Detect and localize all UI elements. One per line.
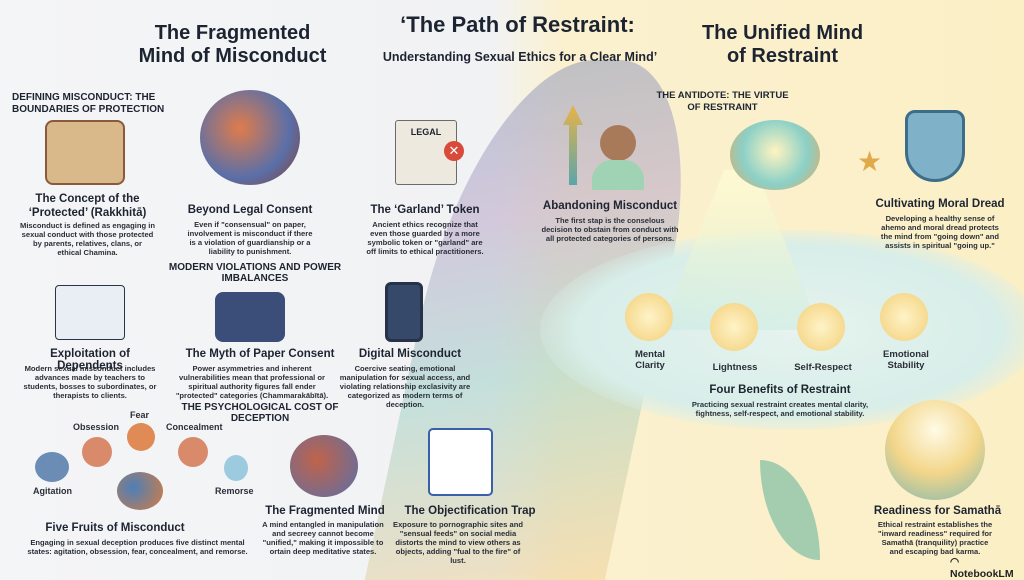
concealment-icon	[178, 437, 208, 467]
digital-body: Coercive seating, emotional manipulation…	[339, 364, 471, 409]
teardrop-icon	[224, 455, 248, 481]
five-fruits-title: Five Fruits of Misconduct	[45, 522, 185, 534]
samatha-body: Ethical restraint establishes the "inwar…	[877, 520, 993, 556]
benefit-mental-clarity: Mental Clarity	[634, 349, 666, 371]
legal-document-icon: LEGAL ✕	[395, 120, 464, 185]
person-suit-icon	[797, 303, 845, 351]
leaf-icon	[760, 460, 820, 560]
paper-consent-body: Power asymmetries and inherent vulnerabi…	[175, 364, 329, 400]
samatha-title: Readiness for Samathā	[873, 505, 1002, 517]
benefit-emotional-stability: Emotional Stability	[883, 349, 929, 371]
person-body-icon	[592, 160, 644, 190]
person-icon	[600, 125, 636, 161]
garland-body: Ancient ethics recognize that even those…	[366, 220, 484, 256]
modern-heading: MODERN VIOLATIONS AND POWER IMBALANCES	[168, 262, 342, 284]
moral-dread-body: Developing a healthy sense of ahemo and …	[880, 214, 1000, 250]
meditating-monk-icon	[885, 400, 985, 500]
left-title: The Fragmented Mind of Misconduct	[138, 22, 327, 67]
defining-heading: DEFINING MISCONDUCT: THE BOUNDARIES OF P…	[12, 92, 165, 115]
phone-lock-icon	[385, 282, 423, 342]
main-title: ‘The Path of Restraint:	[400, 12, 635, 37]
digital-title: Digital Misconduct	[358, 348, 462, 360]
notebooklm-label: NotebookLM	[950, 568, 1014, 580]
scales-icon	[880, 293, 928, 341]
objectification-body: Exposure to pornographic sites and "sens…	[393, 520, 523, 565]
benefit-lightness: Lightness	[712, 362, 758, 373]
consent-title: Beyond Legal Consent	[187, 204, 313, 216]
label-remorse: Remorse	[215, 486, 254, 496]
legal-label: LEGAL	[410, 127, 442, 137]
five-fruits-body: Engaging in sexual deception produces fi…	[27, 538, 248, 556]
split-brain-icon	[290, 435, 358, 497]
social-feed-icon	[428, 428, 493, 496]
abandoning-body: The first stap is the conselous decision…	[541, 216, 679, 243]
notebooklm-icon: ◠	[950, 556, 960, 568]
obsession-icon	[82, 437, 112, 467]
label-agitation: Agitation	[33, 486, 72, 496]
right-title: The Unified Mind of Restraint	[701, 22, 864, 67]
benefit-self-respect: Self-Respect	[794, 362, 852, 373]
fragmented-mind-title: The Fragmented Mind	[265, 505, 385, 517]
label-obsession: Obsession	[73, 422, 120, 432]
objectification-title: The Objectification Trap	[404, 505, 536, 517]
notebooklm-logo: ◠ NotebookLM	[950, 556, 1024, 580]
brain-icon	[117, 472, 163, 510]
protected-body: Misconduct is defined as engaging in sex…	[20, 221, 156, 257]
four-benefits-title: Four Benefits of Restraint	[709, 384, 851, 396]
main-subtitle: Understanding Sexual Ethics for a Clear …	[382, 50, 658, 64]
antidote-heading: THE ANTIDOTE: THE VIRTUE OF RESTRAINT	[656, 90, 789, 113]
label-fear: Fear	[130, 410, 150, 420]
fragmented-mind-body: A mind entangled in manipulation and sec…	[262, 520, 384, 556]
paper-consent-person-icon	[215, 292, 285, 342]
x-mark-icon: ✕	[444, 141, 464, 161]
dependents-people-icon	[55, 285, 125, 340]
storm-cloud-icon	[35, 452, 69, 482]
garland-title: The ‘Garland’ Token	[370, 204, 480, 216]
moral-dread-title: Cultivating Moral Dread	[875, 198, 1005, 210]
dependents-title: Exploitation of Dependents	[50, 348, 130, 372]
chain-scroll-icon	[45, 120, 125, 185]
feather-icon	[710, 303, 758, 351]
consent-body: Even if "consensual" on paper, involveme…	[187, 220, 313, 256]
fear-icon	[127, 423, 155, 451]
four-benefits-body: Practicing sexual restraint creates ment…	[691, 400, 869, 418]
label-concealment: Concealment	[166, 422, 223, 432]
glowing-brain-icon	[730, 120, 820, 190]
dependents-body: Modern sexual misconduct includes advanc…	[23, 364, 157, 400]
psych-heading: THE PSYCHOLOGICAL COST OF DECEPTION	[181, 402, 339, 424]
shield-icon	[905, 110, 965, 182]
protected-title: The Concept of the ‘Protected’ (Rakkhitā…	[28, 193, 147, 219]
fragmented-brain-icon	[200, 90, 300, 185]
paper-consent-title: The Myth of Paper Consent	[185, 348, 335, 360]
abandoning-title: Abandoning Misconduct	[542, 200, 678, 212]
water-drop-icon	[625, 293, 673, 341]
star-icon: ★	[857, 146, 883, 177]
